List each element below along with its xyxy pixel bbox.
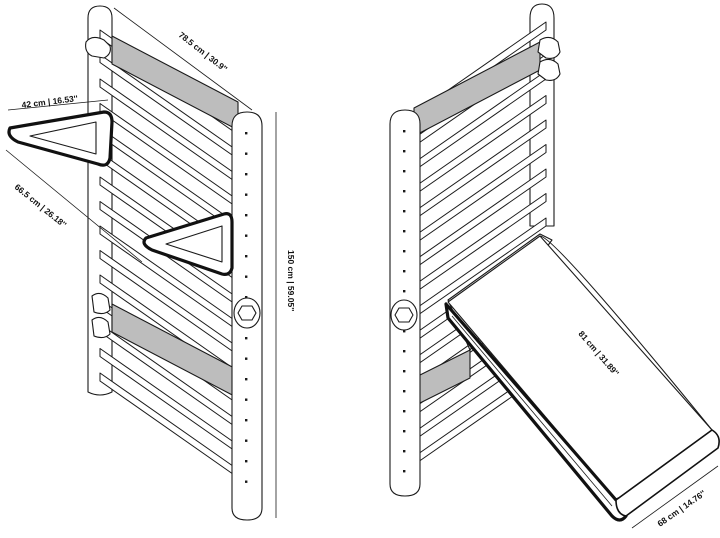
upright-hole (403, 370, 406, 373)
depth-dimension-line (7, 99, 109, 111)
upright-hole (403, 250, 406, 253)
upper-clamp (85, 36, 111, 59)
upright-hole (245, 337, 248, 340)
slide-width-dimension-line (631, 465, 719, 529)
slide-upper-clamp-2 (537, 58, 561, 81)
width-dimension-line (113, 7, 253, 111)
upright-hole (403, 390, 406, 393)
upright-hole (245, 152, 248, 155)
slide-width-label: 68 cm | 14.76'' (655, 488, 707, 529)
upright-hole (403, 410, 406, 413)
bar-length-label: 66.5 cm | 26.18'' (13, 182, 69, 230)
slide-front-upright-holes (403, 130, 406, 473)
hex-nut (237, 305, 257, 321)
upright-hole (245, 234, 248, 237)
upright-hole (245, 357, 248, 360)
upright-hole (403, 170, 406, 173)
ladder-with-slide-drawing (389, 3, 720, 529)
slide-upper-clamp (537, 36, 561, 59)
upper-triangle-inner (29, 121, 97, 155)
bar-depth-label: 42 cm | 16.53'' (21, 93, 78, 110)
upright-hole (403, 230, 406, 233)
upright-hole (403, 190, 406, 193)
upright-hole (245, 378, 248, 381)
upright-hole (403, 210, 406, 213)
upright-hole (245, 173, 248, 176)
upright-hole (403, 470, 406, 473)
upright-hole (403, 150, 406, 153)
upright-hole (245, 214, 248, 217)
upright-hole (403, 130, 406, 133)
slide-hex-nut (394, 307, 414, 323)
upright-hole (403, 330, 406, 333)
upright-hole (245, 296, 248, 299)
ladder-width-label: 78.5 cm | 30.9'' (177, 30, 230, 74)
upright-hole (245, 132, 248, 135)
upright-hole (245, 419, 248, 422)
upright-hole (403, 350, 406, 353)
lower-triangle-inner (165, 225, 223, 263)
upright-hole (245, 460, 248, 463)
height-label: 150 cm | 59.05'' (286, 250, 296, 311)
right-front-upright (389, 109, 421, 497)
upright-hole (245, 480, 248, 483)
upright-hole (403, 290, 406, 293)
ladder-with-bars-drawing (5, 5, 277, 521)
upright-hole (403, 430, 406, 433)
slide-end-lip (615, 429, 720, 517)
upright-hole (245, 398, 248, 401)
length-dimension-line (5, 149, 143, 263)
upright-hole (403, 450, 406, 453)
upright-hole (245, 439, 248, 442)
upper-clamp-2 (91, 316, 111, 339)
slide-rail-line (451, 315, 613, 507)
slide-bed-edge (539, 235, 713, 431)
upright-hole (245, 193, 248, 196)
lower-clamp (91, 292, 111, 315)
upright-hole (245, 275, 248, 278)
upright-hole (245, 255, 248, 258)
upright-hole (403, 270, 406, 273)
